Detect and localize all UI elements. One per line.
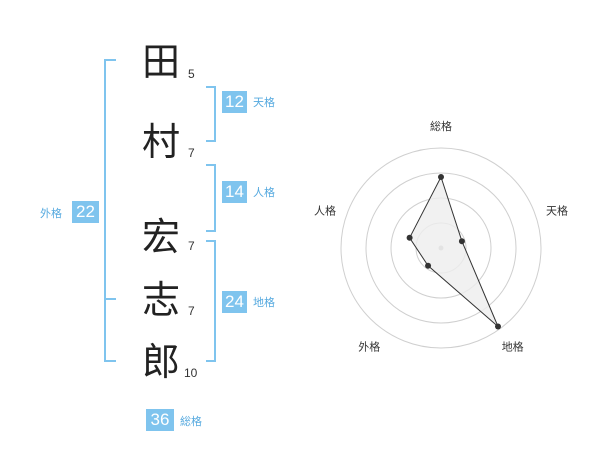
tenkaku-label: 天格 <box>253 96 275 109</box>
stroke-count-3: 7 <box>188 239 195 253</box>
radar-ring-4 <box>340 147 542 349</box>
chikaku-bracket <box>206 240 216 362</box>
radar-point-1 <box>438 174 444 180</box>
jinkaku-label: 人格 <box>253 186 275 199</box>
radar-point-2 <box>458 238 465 245</box>
name-char-1: 田 <box>142 40 181 84</box>
gaikaku-divider-tick <box>104 298 116 300</box>
name-char-2: 村 <box>142 120 181 164</box>
chikaku-label: 地格 <box>253 296 275 309</box>
stroke-count-4: 7 <box>188 304 195 318</box>
radar-axis-label-3: 地格 <box>502 340 524 354</box>
stroke-count-5: 10 <box>184 366 198 380</box>
radar-ring-3 <box>365 172 517 324</box>
stroke-count-2: 7 <box>188 146 195 160</box>
radar-axis-label-5: 人格 <box>314 203 336 217</box>
gaikaku-bracket <box>104 59 116 362</box>
stroke-count-1: 5 <box>188 67 195 81</box>
jinkaku-value-badge: 14 <box>222 181 247 203</box>
radar-point-5 <box>406 234 413 241</box>
radar-axis-label-2: 天格 <box>546 203 568 217</box>
soukaku-label: 総格 <box>180 415 202 428</box>
tenkaku-value-badge: 12 <box>222 91 247 113</box>
soukaku-value-badge: 36 <box>146 409 174 431</box>
tenkaku-bracket <box>206 86 216 142</box>
name-char-5: 郎 <box>142 340 181 384</box>
gaikaku-label: 外格 <box>40 207 62 220</box>
radar-point-4 <box>425 262 432 269</box>
radar-polygon <box>409 175 499 327</box>
jinkaku-bracket <box>206 164 216 232</box>
name-char-3: 宏 <box>142 215 181 259</box>
radar-axis-label-1: 総格 <box>430 119 452 133</box>
chikaku-value-badge: 24 <box>222 291 247 313</box>
name-char-4: 志 <box>142 278 181 322</box>
radar-axis-label-4: 外格 <box>358 340 380 354</box>
radar-point-3 <box>495 323 502 330</box>
gaikaku-value-badge: 22 <box>72 201 99 223</box>
